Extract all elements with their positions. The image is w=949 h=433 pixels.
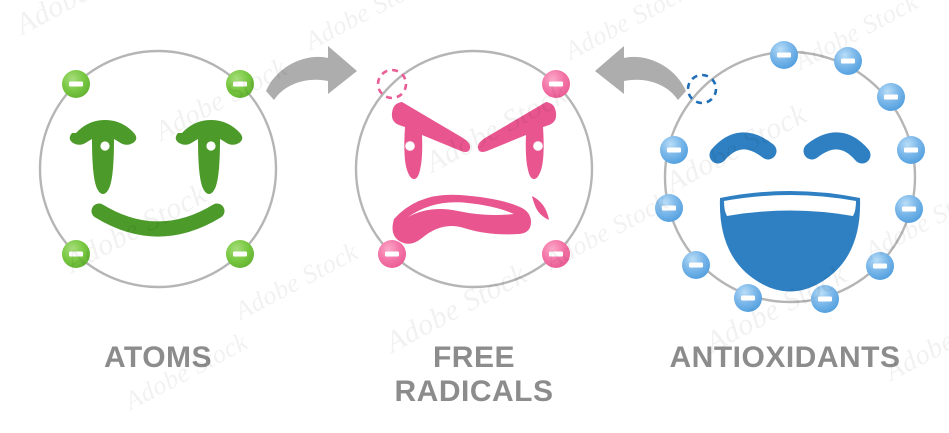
caption-free-radicals-line2: RADICALS — [394, 374, 554, 408]
electron — [378, 240, 406, 268]
arrow-antioxidants-to-radicals-icon — [592, 44, 690, 113]
right-eye — [175, 120, 243, 194]
caption-atoms-line1: ATOMS — [103, 341, 213, 374]
electron — [866, 252, 894, 280]
orbit-ring — [38, 49, 278, 289]
electron — [655, 194, 683, 222]
electron-group — [376, 68, 570, 268]
electron — [811, 285, 839, 313]
electron — [62, 70, 90, 98]
right-eye — [803, 132, 871, 164]
electron-group — [655, 41, 925, 313]
right-eye — [477, 102, 557, 179]
caption-antioxidants: ANTIOXIDANTS — [630, 341, 940, 375]
atom-diagram-free-radicals — [316, 0, 636, 433]
mouth-smile — [91, 203, 225, 237]
left-eye — [391, 102, 471, 179]
missing-electron-slot — [686, 73, 718, 105]
face-eyes — [709, 132, 871, 164]
face-eyes — [69, 120, 243, 194]
electron — [226, 70, 254, 98]
caption-free-radicals-line1: FREE — [432, 341, 515, 374]
mouth-open-laugh — [719, 191, 861, 292]
electron — [542, 240, 570, 268]
electron — [897, 136, 925, 164]
missing-electron-slot — [376, 68, 408, 100]
face-eyes — [391, 102, 557, 179]
orbit-ring — [354, 49, 594, 289]
atom-diagram-antioxidants — [652, 0, 949, 433]
caption-free-radicals: FREE RADICALS — [340, 341, 608, 408]
electron — [542, 70, 570, 98]
electron — [734, 284, 762, 312]
electron — [877, 83, 905, 111]
caption-antioxidants-line1: ANTIOXIDANTS — [669, 341, 901, 374]
electron — [62, 240, 90, 268]
electron — [660, 136, 688, 164]
left-eye — [709, 132, 777, 164]
electron — [834, 47, 862, 75]
caption-atoms: ATOMS — [28, 341, 288, 375]
electron — [895, 195, 923, 223]
arrow-atoms-to-radicals-icon — [262, 44, 360, 113]
left-eye — [69, 120, 137, 194]
electron-group — [62, 70, 254, 268]
electron — [770, 41, 798, 69]
atom-diagram-atoms — [0, 0, 320, 433]
electron — [682, 251, 710, 279]
electron — [226, 240, 254, 268]
mouth-wavy-frown — [392, 194, 549, 244]
